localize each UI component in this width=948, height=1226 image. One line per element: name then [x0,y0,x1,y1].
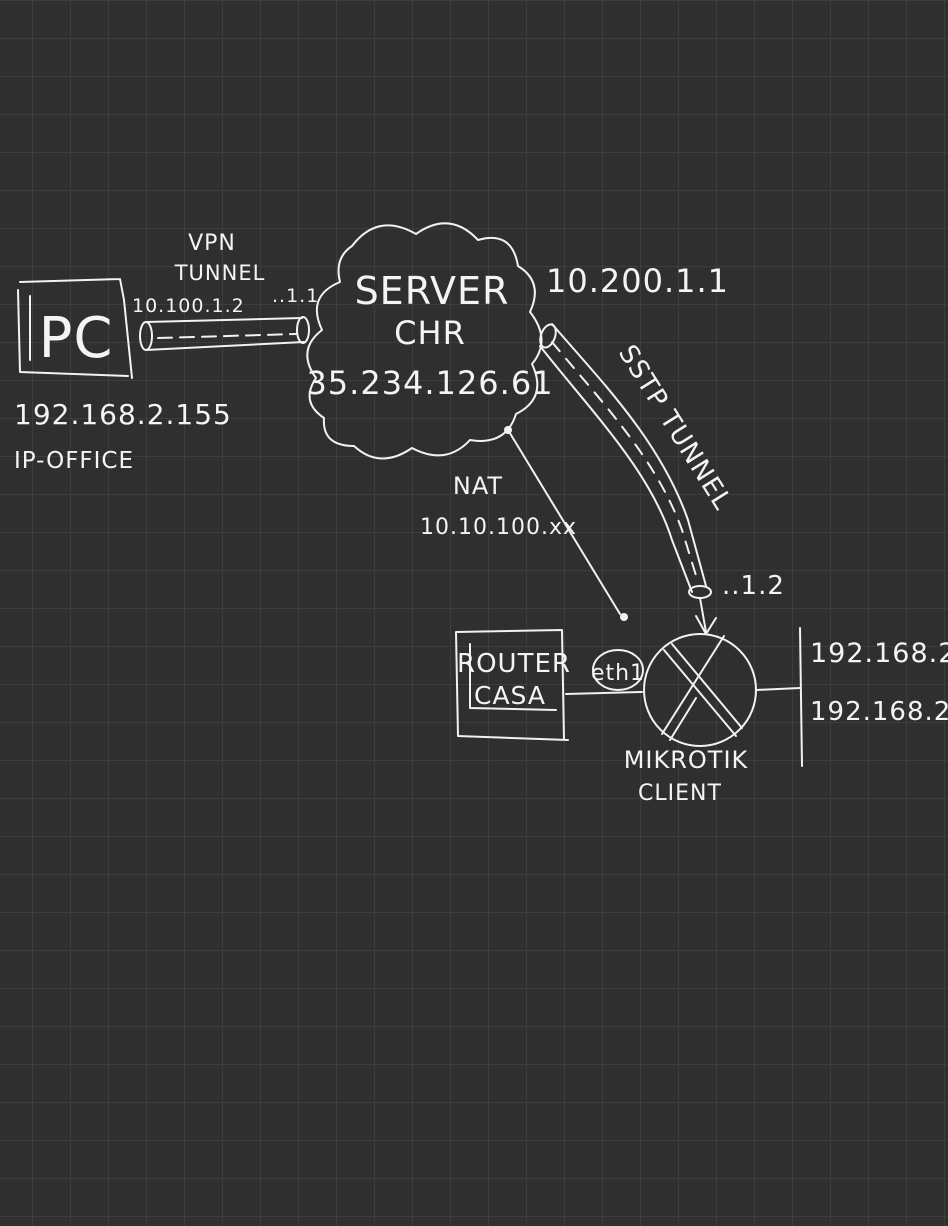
lan-ip-gateway: 192.168.2.1 [810,638,948,669]
lan-segment: 192.168.2.1 192.168.2.10 [755,627,948,767]
mikrotik-cross-b [661,635,725,741]
vpn-tube-bottom [145,341,305,351]
nat-end-dot [620,613,628,621]
mikrotik-label-line1: MIKROTIK [624,746,749,774]
mikrotik-cross-a [663,643,743,737]
sstp-server-ip: 10.200.1.1 [546,262,729,300]
nat-range: 10.10.100.xx [420,515,577,540]
vpn-local-ip: 10.100.1.2 [132,295,245,317]
vpn-tube-center-dash [157,333,297,339]
router-to-mikrotik-link [565,691,643,695]
vpn-remote-ip: ..1.1 [272,285,319,307]
vpn-tube-end-right [296,316,310,344]
pc-box [17,278,133,379]
pc-node: PC 192.168.2.155 IP-OFFICE [14,278,232,474]
vpn-tube-end-left [139,321,153,351]
nat-label: NAT [453,472,503,500]
pc-note: IP-OFFICE [14,448,134,474]
router-label-line2: CASA [474,681,546,710]
sstp-arrow [695,597,717,635]
router-node: ROUTER CASA eth1 [455,629,645,741]
vpn-label-line1: VPN [188,231,236,256]
eth1-port-outline [592,649,644,691]
vpn-tunnel: VPN TUNNEL 10.100.1.2 ..1.1 [132,231,319,351]
sstp-tunnel: 10.200.1.1 SSTP TUNNEL ..1.2 [539,262,785,635]
vpn-label-line2: TUNNEL [174,261,266,285]
pc-label: PC [39,306,114,371]
mikrotik-router-symbol [643,633,757,747]
pc-ip: 192.168.2.155 [14,398,232,431]
nat-line [507,429,621,615]
sstp-client-ip: ..1.2 [722,571,785,601]
vpn-tube-top [145,317,303,323]
router-label-line1: ROUTER [457,649,571,679]
mikrotik-node: MIKROTIK CLIENT [624,633,757,806]
server-label-line1: SERVER [355,269,510,313]
mikrotik-label-line2: CLIENT [638,781,722,806]
mikrotik-to-lan-link [755,687,801,691]
server-cloud [306,222,543,460]
server-node: SERVER CHR 35.234.126.61 [306,222,553,460]
sstp-tube-outer [551,323,707,587]
router-box [455,629,569,741]
sstp-tube-end-server [539,323,557,349]
sstp-tube-center-dash [551,341,699,583]
server-public-ip: 35.234.126.61 [306,364,553,402]
lan-ip-host: 192.168.2.10 [810,697,948,727]
lan-bus [799,627,803,767]
sstp-tube-inner [539,345,693,593]
nat-link: NAT 10.10.100.xx [420,426,628,621]
eth1-port-label: eth1 [591,661,645,686]
server-label-line2: CHR [394,314,466,352]
